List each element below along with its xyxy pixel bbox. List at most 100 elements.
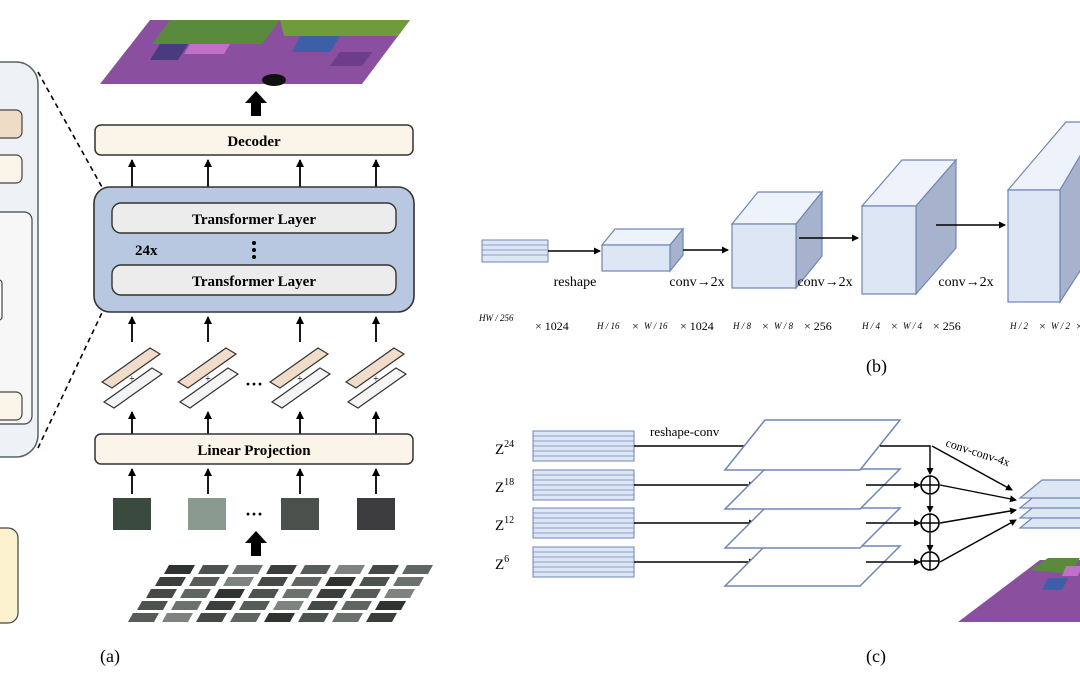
sum-node-2 <box>920 513 940 533</box>
input-patch-tile <box>266 565 297 574</box>
svg-text:HW / 256: HW / 256 <box>478 313 514 323</box>
shape-label-3: H / 8 × W / 8 × 256 <box>732 319 832 333</box>
sidebar-block-5 <box>0 391 23 421</box>
input-patch-tile <box>393 577 424 586</box>
sidebar-block-3 <box>0 211 33 425</box>
image-patch-1 <box>113 498 151 530</box>
plus-sign: + <box>373 374 379 385</box>
input-patch-tile <box>264 613 295 622</box>
shape-label-1: HW / 256 × 1024 <box>478 313 569 333</box>
input-patch-tile <box>155 577 186 586</box>
z-label-12: Z12 <box>495 515 514 534</box>
caption-b: (b) <box>866 356 887 377</box>
token-stack-4 <box>532 546 635 578</box>
svg-text:× 1024: × 1024 <box>535 319 569 333</box>
legend-box <box>0 527 19 624</box>
input-patch-tile <box>232 565 263 574</box>
feature-plane-4 <box>723 545 902 587</box>
input-patch-tile <box>350 589 381 598</box>
panel-c: Z24 Z18 Z12 Z6 reshape-conv <box>495 419 1080 667</box>
svg-text:W / 2: W / 2 <box>1051 321 1070 331</box>
input-patch-tile <box>300 565 331 574</box>
op-reshape-label: reshape <box>554 275 597 290</box>
input-patch-tile <box>239 601 270 610</box>
input-patch-tile <box>248 589 279 598</box>
svg-text:W / 16: W / 16 <box>644 321 668 331</box>
sum-node-3 <box>920 551 940 571</box>
decoder-box <box>94 124 414 156</box>
svg-text:H / 16: H / 16 <box>596 321 620 331</box>
token-stack-1 <box>532 430 635 462</box>
shape-label-4: H / 4 × W / 4 × 256 <box>861 319 961 333</box>
op-conv-2-label: conv→2x <box>797 275 852 290</box>
big-up-arrow-bottom <box>245 531 267 556</box>
op-reshape-conv-label: reshape-conv <box>650 424 720 439</box>
transformer-layer-top <box>111 202 397 234</box>
input-patch-tile <box>332 613 363 622</box>
plus-sign: + <box>129 374 135 385</box>
feature-cube-3 <box>860 158 958 296</box>
feature-plane-3 <box>723 507 902 549</box>
shape-label-5: H / 2 × W / 2 × 2 <box>1009 319 1080 333</box>
svg-text:× 256: × 256 <box>804 319 832 333</box>
embedding-ellipsis: ··· <box>245 374 263 394</box>
image-patch-3 <box>281 498 319 530</box>
linear-projection-box <box>94 433 414 465</box>
svg-text:× 256: × 256 <box>933 319 961 333</box>
input-patch-tile <box>146 589 177 598</box>
input-patch-tile <box>196 613 227 622</box>
arrows-to-linear-projection <box>128 468 380 494</box>
input-patch-tile <box>368 565 399 574</box>
feature-planes <box>723 419 902 587</box>
op-conv-conv-4x-label: conv-conv-4x <box>944 436 1012 470</box>
image-patch-2 <box>188 498 226 530</box>
feature-cube-2 <box>730 190 824 290</box>
z-labels: Z24 Z18 Z12 Z6 <box>495 439 514 573</box>
input-patch-tile <box>282 589 313 598</box>
arrows-to-transformer <box>128 316 380 342</box>
z-label-24: Z24 <box>495 439 514 458</box>
svg-text:×: × <box>762 319 769 333</box>
svg-text:H / 8: H / 8 <box>732 321 752 331</box>
feature-plane-2 <box>723 468 902 510</box>
z-label-6: Z6 <box>495 554 509 573</box>
input-image-patch-grid <box>128 565 433 622</box>
patch-embedding-2: + <box>176 347 240 409</box>
input-patch-tile <box>307 601 338 610</box>
big-up-arrow-top <box>245 91 267 116</box>
input-patch-tile <box>137 601 168 610</box>
linear-projection-label: Linear Projection <box>197 443 311 459</box>
token-feature-stacks <box>532 430 635 578</box>
svg-text:H / 2: H / 2 <box>1009 321 1029 331</box>
z-label-18: Z18 <box>495 477 514 496</box>
input-patch-tile <box>334 565 365 574</box>
op-conv-1-label: conv→2x <box>669 275 724 290</box>
patch-embedding-3: + <box>268 347 332 409</box>
plus-sign: + <box>205 374 211 385</box>
sidebar-block-2 <box>0 154 23 184</box>
input-patch-tile <box>180 589 211 598</box>
input-patch-tile <box>384 589 415 598</box>
panel-b: reshape conv→2x conv→2x conv→2x <box>478 121 1080 377</box>
op-conv-3-label: conv→2x <box>938 275 993 290</box>
svg-text:W / 4: W / 4 <box>903 321 922 331</box>
input-patch-tile <box>223 577 254 586</box>
shape-annotations: HW / 256 × 1024 H / 16 × W / 16 × 1024 H… <box>478 313 1080 333</box>
feature-cube-4 <box>1006 121 1080 305</box>
vertical-ellipsis <box>252 241 256 259</box>
feature-plane-1 <box>723 419 902 471</box>
transformer-layer-bottom <box>111 264 397 296</box>
input-patch-tile <box>359 577 390 586</box>
fusion-connections <box>866 445 1017 566</box>
input-patch-tile <box>402 565 433 574</box>
token-stack-3 <box>532 507 635 539</box>
sidebar-block-1 <box>0 109 23 139</box>
image-patch-4 <box>357 498 395 530</box>
input-patch-tile <box>171 601 202 610</box>
plus-sign: + <box>297 374 303 385</box>
patch-embedding-1: + <box>100 347 164 409</box>
caption-c: (c) <box>866 646 886 667</box>
detail-sidebar <box>0 61 109 624</box>
